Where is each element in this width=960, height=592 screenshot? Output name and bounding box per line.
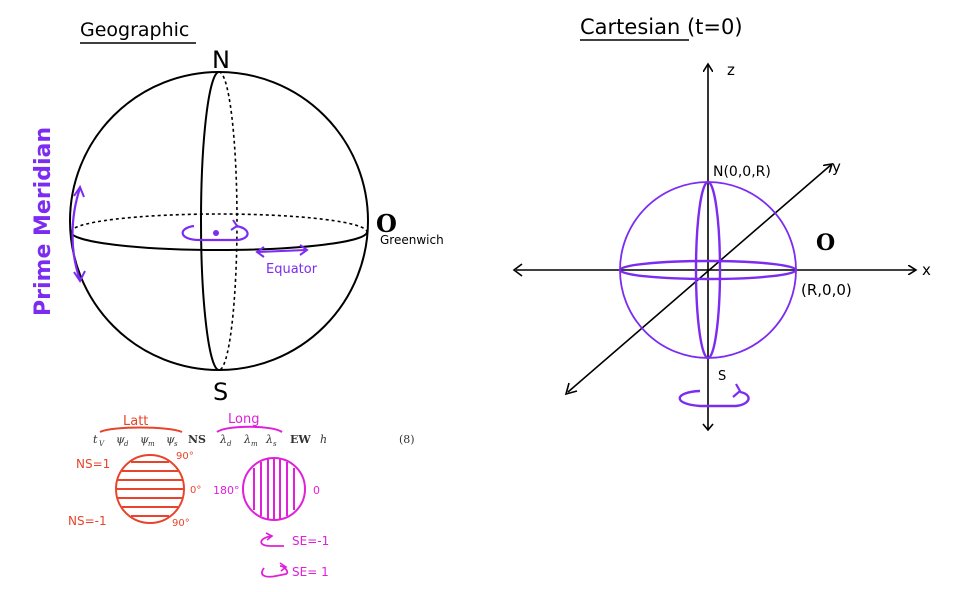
prime-meridian-label: Prime Meridian — [31, 127, 56, 316]
rotation-arrow-icon — [181, 224, 249, 242]
cartesian-figure: Cartesian (t=0) z y x N(0,0,R) S O (R,0,… — [512, 15, 931, 432]
formula-t-sub: V — [99, 440, 105, 448]
formula-row: Latt Long t V ψ d ψ m ψ s NS λ d λ m λ s… — [93, 412, 415, 448]
long-label: Long — [228, 412, 259, 427]
prime-meridian-arc — [71, 187, 82, 281]
formula-psi-d: d — [124, 440, 129, 448]
formula-psi-3: ψ — [166, 433, 175, 446]
origin-label: O — [376, 209, 397, 238]
se-positive-arrowhead-icon — [279, 562, 288, 572]
se-positive-label: SE= 1 — [292, 565, 329, 579]
formula-psi-2: ψ — [140, 433, 149, 446]
y-axis-label: y — [832, 158, 841, 176]
formula-psi-1: ψ — [116, 433, 125, 446]
formula-lambda-2: λ — [243, 433, 251, 446]
equator-back — [70, 213, 368, 233]
lat-top-label: 90° — [176, 451, 194, 462]
formula-lambda-s: s — [273, 440, 277, 448]
se-positive-rotation-icon — [261, 565, 289, 578]
ns-positive-label: NS=1 — [76, 457, 110, 471]
prime-meridian-arrow-bottom-icon — [73, 270, 86, 283]
north-label: N — [212, 46, 230, 74]
lat-label: Latt — [123, 414, 148, 429]
equator-arrow-line — [257, 249, 307, 253]
cartesian-origin-label: O — [816, 230, 835, 256]
cartesian-title: Cartesian (t=0) — [580, 15, 743, 39]
se-negative-arrowhead-icon — [265, 532, 274, 541]
equator-front — [70, 231, 368, 251]
rotation-arrowhead-icon — [230, 219, 239, 231]
formula-lambda-d: d — [227, 440, 232, 448]
cartesian-meridian — [694, 180, 722, 360]
long-right-label: 0 — [313, 484, 320, 497]
formula-h: h — [320, 433, 327, 446]
formula-lambda-m: m — [251, 440, 258, 448]
y-axis-bottom-arrowhead-icon — [564, 382, 578, 396]
equator-arrowhead-left-icon — [255, 246, 265, 258]
north-point-label: N(0,0,R) — [713, 164, 771, 180]
south-label: S — [213, 378, 228, 406]
lat-mid-label: 0° — [190, 485, 201, 496]
south-point-label: S — [718, 369, 726, 384]
prime-meridian-arrow-top-icon — [73, 184, 85, 198]
geographic-figure: Geographic N S O Greenwich Equator Prime… — [31, 19, 444, 406]
cartesian-rotation-arrowhead-icon — [732, 383, 742, 398]
formula-lambda-1: λ — [219, 433, 227, 446]
point-r-label: (R,0,0) — [801, 281, 852, 299]
formula-psi-s: s — [174, 440, 178, 448]
greenwich-label: Greenwich — [380, 233, 444, 247]
long-left-label: 180° — [213, 484, 240, 497]
long-bracket — [216, 425, 283, 433]
equation-number: (8) — [399, 433, 415, 446]
lat-bracket — [99, 426, 183, 433]
latitude-legend: NS=1 NS=-1 90° 0° 90° — [68, 451, 201, 529]
globe-outline — [69, 71, 369, 371]
equator-label: Equator — [266, 262, 318, 277]
meridian-front — [200, 71, 220, 371]
geographic-title: Geographic — [80, 19, 189, 41]
center-dot — [213, 230, 219, 236]
se-negative-rotation-icon — [260, 535, 284, 547]
cartesian-equator — [618, 259, 798, 281]
se-negative-label: SE=-1 — [292, 534, 329, 548]
z-axis-down-arrowhead-icon — [702, 423, 714, 432]
formula-ew: EW — [290, 433, 311, 446]
formula-ns: NS — [188, 433, 206, 446]
lat-bottom-label: 90° — [172, 518, 190, 529]
longitude-legend: 180° 0 SE=-1 SE= 1 — [213, 457, 329, 579]
cartesian-rotation-icon — [678, 389, 750, 408]
meridian-back — [218, 71, 238, 371]
z-axis-label: z — [727, 61, 735, 79]
formula-t: t — [93, 433, 98, 446]
equator-arrowhead-right-icon — [299, 244, 309, 256]
formula-psi-m: m — [148, 440, 155, 448]
x-axis-left-arrowhead-icon — [512, 263, 523, 277]
formula-lambda-3: λ — [265, 433, 273, 446]
ns-negative-label: NS=-1 — [68, 514, 107, 528]
x-axis-label: x — [922, 261, 931, 279]
